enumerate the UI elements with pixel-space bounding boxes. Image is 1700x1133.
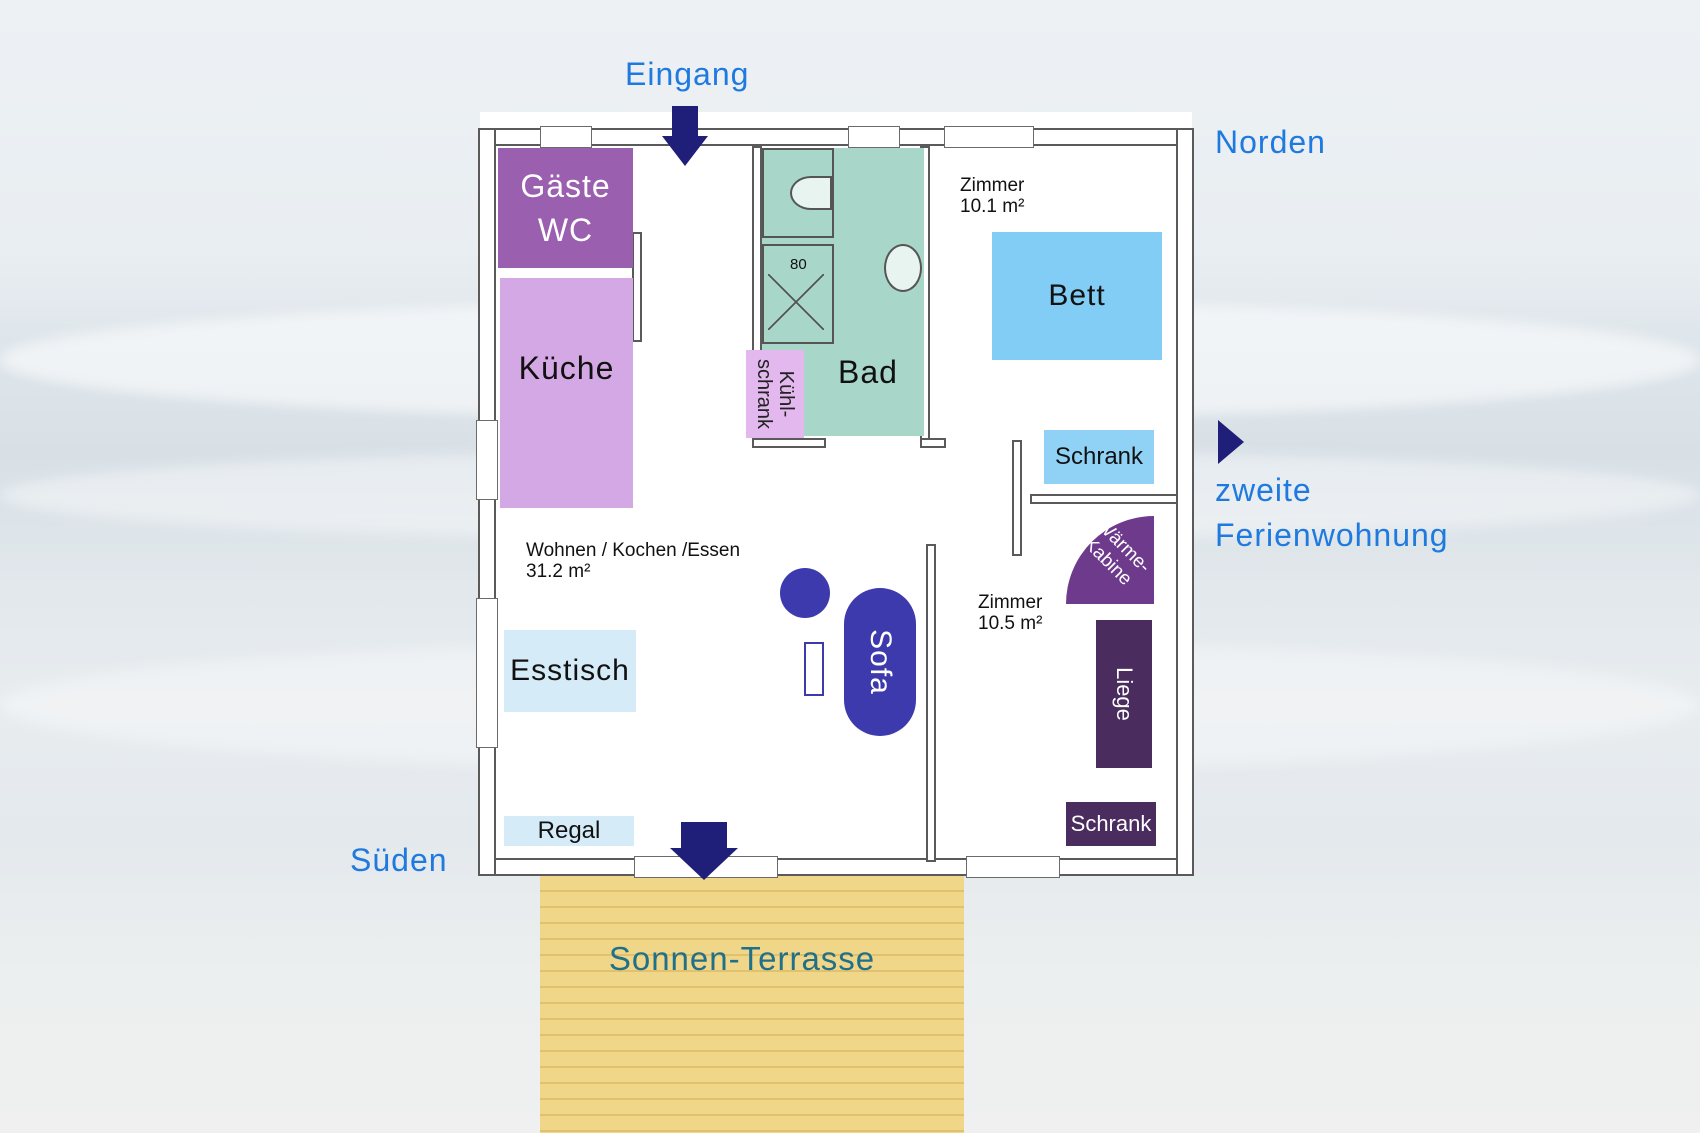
bed: Bett — [992, 232, 1162, 360]
interior-wall — [1012, 440, 1022, 556]
window — [944, 126, 1034, 148]
sink-icon — [884, 244, 922, 292]
room1-area-label: Zimmer 10.1 m² — [960, 175, 1024, 217]
window — [476, 420, 498, 500]
entrance-arrow-icon — [662, 106, 708, 166]
wardrobe-2: Schrank — [1066, 802, 1156, 846]
interior-wall — [632, 232, 642, 342]
coffee-table — [804, 642, 824, 696]
wardrobe-2-label: Schrank — [1070, 811, 1152, 836]
living-area-label: Wohnen / Kochen /Essen 31.2 m² — [526, 540, 740, 582]
terrace-label: Sonnen-Terrasse — [608, 940, 876, 977]
sofa: Sofa — [844, 588, 916, 736]
entrance-label: Eingang — [625, 56, 750, 92]
room1-name: Zimmer — [960, 175, 1025, 196]
terrace-deck — [540, 876, 964, 1133]
window — [540, 126, 592, 148]
kitchen-label: Küche — [518, 349, 615, 386]
interior-wall — [926, 544, 936, 862]
shelf: Regal — [504, 816, 634, 846]
living-size: 31.2 m² — [526, 561, 591, 582]
north-label: Norden — [1215, 124, 1326, 160]
second-apartment-label: zweite Ferienwohnung — [1215, 468, 1449, 558]
shelf-label: Regal — [537, 817, 601, 844]
room2-size: 10.5 m² — [978, 613, 1043, 634]
shower-drain-icon — [768, 274, 824, 330]
second-apartment-label-line1: zweite — [1215, 472, 1312, 508]
room1-size: 10.1 m² — [960, 196, 1025, 217]
living-name: Wohnen / Kochen /Essen — [526, 540, 741, 561]
bed-label: Bett — [1048, 279, 1106, 312]
room2-area-label: Zimmer 10.5 m² — [978, 592, 1042, 634]
interior-wall — [752, 438, 826, 448]
second-apartment-label-line2: Ferienwohnung — [1215, 517, 1449, 553]
round-stool — [780, 568, 830, 618]
shower-size-label: 80 — [790, 256, 807, 273]
kitchen: Küche — [500, 278, 633, 508]
second-apartment-arrow-icon — [1218, 420, 1244, 464]
lounger: Liege — [1096, 620, 1152, 768]
wardrobe-1: Schrank — [1044, 430, 1154, 484]
guest-wc-label-line2: WC — [537, 212, 594, 248]
terrace-door-arrow-icon — [670, 822, 738, 880]
bathroom-label: Bad — [838, 354, 898, 390]
window — [476, 598, 498, 748]
window — [966, 856, 1060, 878]
fridge: Kühl- schrank — [746, 350, 804, 438]
room2-name: Zimmer — [978, 592, 1043, 613]
window — [848, 126, 900, 148]
guest-wc: Gäste WC — [498, 148, 633, 268]
south-label: Süden — [350, 842, 448, 878]
wardrobe-1-label: Schrank — [1054, 443, 1144, 470]
dining-table: Esstisch — [504, 630, 636, 712]
toilet-icon — [790, 176, 832, 210]
dining-table-label: Esstisch — [510, 654, 630, 687]
interior-wall — [1030, 494, 1178, 504]
interior-wall — [920, 438, 946, 448]
guest-wc-label-line1: Gäste — [520, 168, 611, 204]
